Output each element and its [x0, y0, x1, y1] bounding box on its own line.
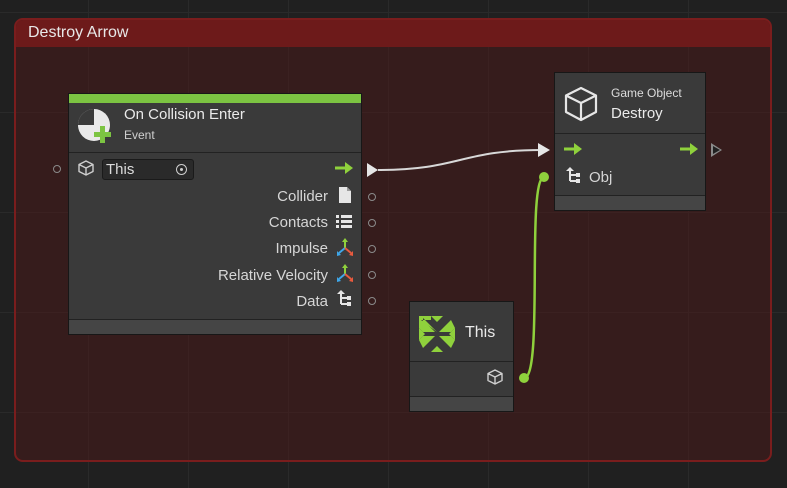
- game-object-cube-icon: [486, 368, 504, 391]
- group-title[interactable]: Destroy Arrow: [28, 24, 129, 41]
- game-object-cube-icon: [563, 85, 599, 128]
- file-icon: [337, 186, 353, 209]
- vector3-axes-icon: [335, 263, 355, 288]
- list-icon: [335, 213, 353, 234]
- control-flow-wire: [377, 149, 543, 171]
- destroy-node[interactable]: Game Object Destroy Obj: [554, 72, 706, 211]
- output-label-collider: Collider: [277, 188, 328, 205]
- data-output-port[interactable]: [368, 297, 376, 305]
- this-node-footer: [410, 396, 513, 411]
- group-header[interactable]: Destroy Arrow: [16, 20, 770, 47]
- control-output-port[interactable]: [367, 163, 378, 177]
- event-node-subtitle: Event: [124, 128, 155, 142]
- target-picker-icon[interactable]: [176, 164, 187, 175]
- data-hierarchy-icon: [564, 167, 582, 190]
- control-output-arrow-icon: [679, 142, 699, 161]
- this-node-header-divider: [410, 361, 513, 362]
- output-label-data: Data: [296, 293, 328, 310]
- this-node[interactable]: This: [409, 301, 514, 412]
- destroy-control-output-port[interactable]: [711, 143, 722, 157]
- value-wire: [523, 175, 545, 380]
- target-input-port[interactable]: [53, 165, 61, 173]
- output-label-contacts: Contacts: [268, 214, 328, 231]
- this-node-title: This: [465, 324, 496, 341]
- output-label-relative-velocity: Relative Velocity: [217, 267, 328, 284]
- destroy-node-footer: [555, 195, 705, 210]
- target-field-value: This: [106, 161, 135, 178]
- event-node-footer: [69, 319, 361, 334]
- contacts-output-port[interactable]: [368, 219, 376, 227]
- event-node-header-divider: [69, 152, 361, 153]
- value-wire-start-dot: [519, 373, 529, 383]
- vector3-axes-icon: [335, 237, 355, 262]
- on-collision-enter-node[interactable]: On Collision Enter Event This Collider C…: [68, 93, 362, 335]
- relative-velocity-output-port[interactable]: [368, 271, 376, 279]
- control-output-arrow-icon: [334, 161, 354, 180]
- destroy-node-title: Destroy: [611, 105, 663, 122]
- control-input-arrow-icon: [563, 142, 583, 161]
- control-flow-wire-arrow: [538, 143, 550, 157]
- target-field[interactable]: This: [102, 159, 194, 180]
- event-node-header-bar: [69, 94, 361, 103]
- obj-input-label: Obj: [589, 169, 613, 186]
- destroy-node-header-divider: [555, 133, 705, 134]
- event-node-title: On Collision Enter: [124, 106, 245, 123]
- destroy-node-category: Game Object: [611, 86, 682, 100]
- event-pie-icon: [75, 106, 115, 146]
- data-hierarchy-icon: [335, 290, 353, 313]
- impulse-output-port[interactable]: [368, 245, 376, 253]
- self-arrows-icon: [419, 316, 455, 357]
- game-object-cube-icon: [77, 159, 95, 182]
- output-label-impulse: Impulse: [275, 240, 328, 257]
- collider-output-port[interactable]: [368, 193, 376, 201]
- value-wire-end-dot: [539, 172, 549, 182]
